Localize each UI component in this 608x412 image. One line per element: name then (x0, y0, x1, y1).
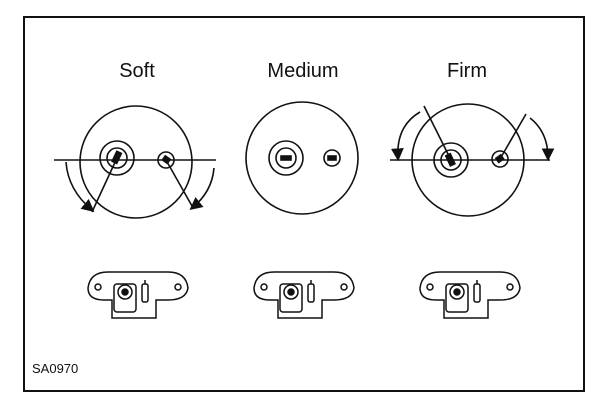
diagram-border (23, 16, 585, 392)
label-firm: Firm (447, 60, 487, 82)
figure-code: SA0970 (32, 361, 79, 376)
soft-dial (54, 105, 216, 219)
soft-bracket (87, 271, 189, 319)
label-soft: Soft (119, 60, 155, 82)
medium-bracket (253, 271, 355, 319)
medium-dial (245, 101, 359, 215)
firm-dial (390, 103, 555, 217)
label-medium: Medium (267, 60, 339, 82)
firm-bracket (419, 271, 521, 319)
